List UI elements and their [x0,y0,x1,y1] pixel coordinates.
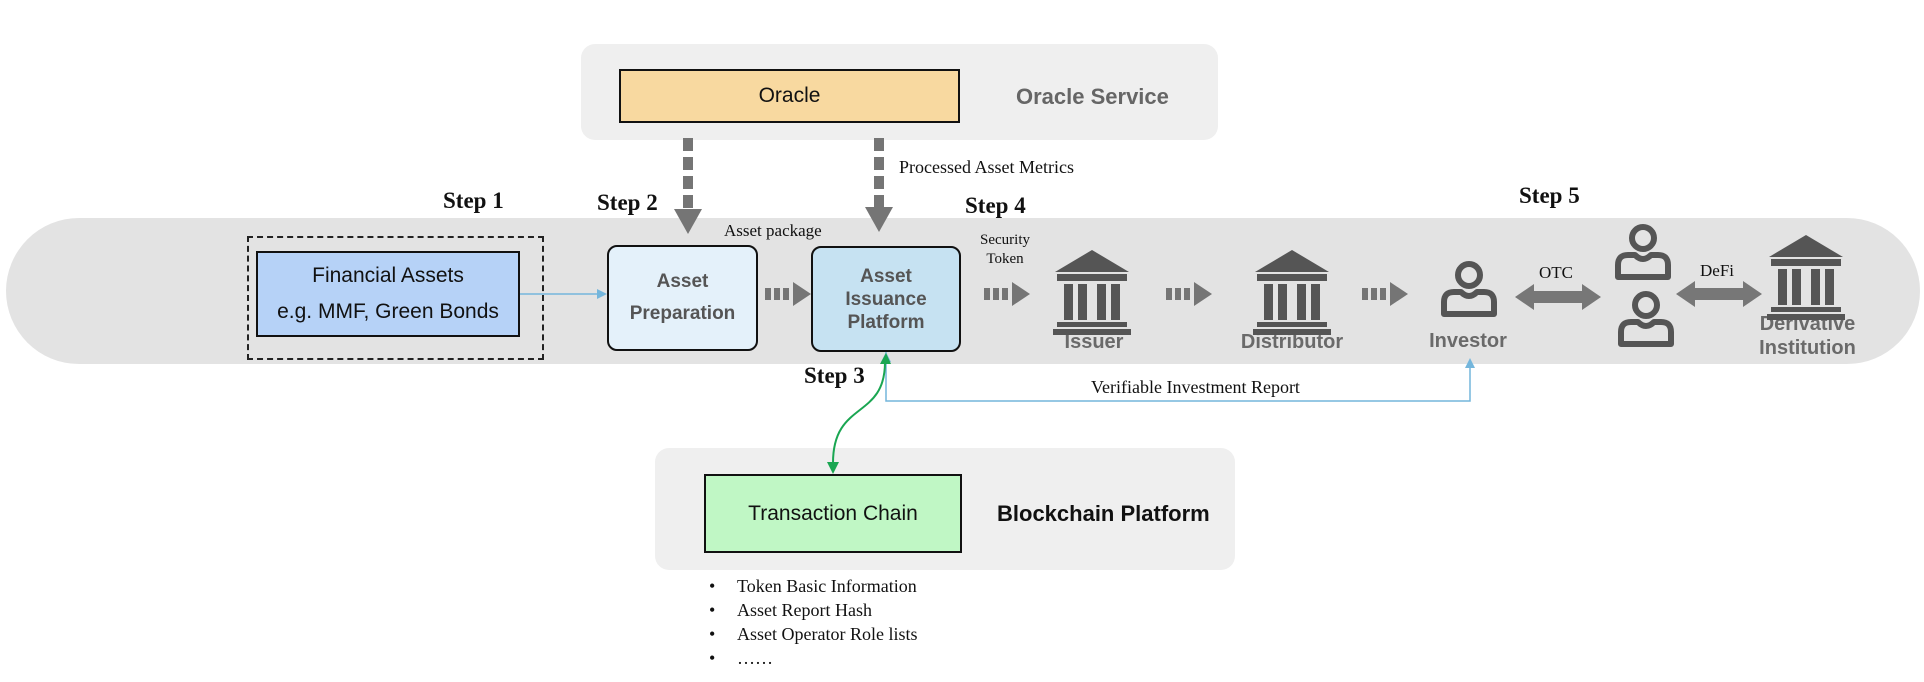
oracle-service-title: Oracle Service [1016,84,1169,109]
processed-asset-metrics-label: Processed Asset Metrics [899,157,1074,177]
blockchain-platform-title: Blockchain Platform [997,501,1210,526]
step-5-label: Step 5 [1519,183,1580,208]
asset-package-label: Asset package [724,221,822,240]
issuance-line1: Asset [860,265,912,287]
defi-double-arrow [1676,281,1762,307]
distributor-bank-icon [1253,250,1331,335]
distributor-to-investor-arrow [1362,282,1408,306]
chain-contents-list: Token Basic Information Asset Report Has… [707,574,917,670]
security-token-label: Security Token [968,231,1042,269]
step-3-label: Step 3 [804,363,865,388]
oracle-label: Oracle [758,84,821,107]
issuance-line3: Platform [847,311,925,333]
financial-assets-box: Financial Assets e.g. MMF, Green Bonds [256,251,520,337]
report-connector [881,352,1475,402]
investor-label: Investor [1429,330,1507,352]
asset-preparation-line1: Asset [656,271,709,292]
peer-investor-person-icon [1621,294,1671,344]
defi-label: DeFi [1700,261,1734,280]
issuance-chain-link [827,353,891,474]
issuer-label: Issuer [1064,331,1124,353]
security-token-line2: Token [986,251,1024,267]
security-token-line1: Security [980,232,1030,248]
list-item: Token Basic Information [707,574,917,598]
oracle-box: Oracle [619,69,960,123]
asset-preparation-line2: Preparation [629,303,736,324]
asset-preparation-box: Asset Preparation [607,245,758,351]
list-item: …… [707,646,917,670]
transaction-chain-label: Transaction Chain [748,501,918,525]
oracle-to-issuance-arrow [865,138,893,232]
otc-label: OTC [1539,263,1573,282]
list-item: Asset Report Hash [707,598,917,622]
otc-double-arrow [1515,284,1601,310]
step-4-label: Step 4 [965,193,1026,218]
transaction-chain-box: Transaction Chain [704,474,962,553]
issuance-to-issuer-arrow [984,282,1030,306]
issuance-line2: Issuance [845,288,927,310]
derivative-institution-bank-icon [1767,235,1845,320]
issuer-to-distributor-arrow [1166,282,1212,306]
asset-issuance-platform-box: Asset Issuance Platform [811,246,961,352]
investor-person-icon [1444,264,1494,314]
preparation-to-issuance-arrow [765,282,811,306]
issuer-bank-icon [1053,250,1131,335]
financial-assets-title: Financial Assets [312,264,464,287]
financial-to-preparation-arrow [520,289,607,299]
verifiable-report-label: Verifiable Investment Report [1091,377,1300,397]
financial-assets-group [247,236,544,360]
list-item: Asset Operator Role lists [707,622,917,646]
step-2-label: Step 2 [597,190,658,215]
step-1-label: Step 1 [443,188,504,213]
peer-investor-person-icon [1618,227,1668,277]
distributor-label: Distributor [1240,331,1344,353]
financial-assets-examples: e.g. MMF, Green Bonds [277,300,499,323]
derivative-line2: Institution [1759,337,1856,359]
oracle-to-preparation-arrow [674,138,702,234]
